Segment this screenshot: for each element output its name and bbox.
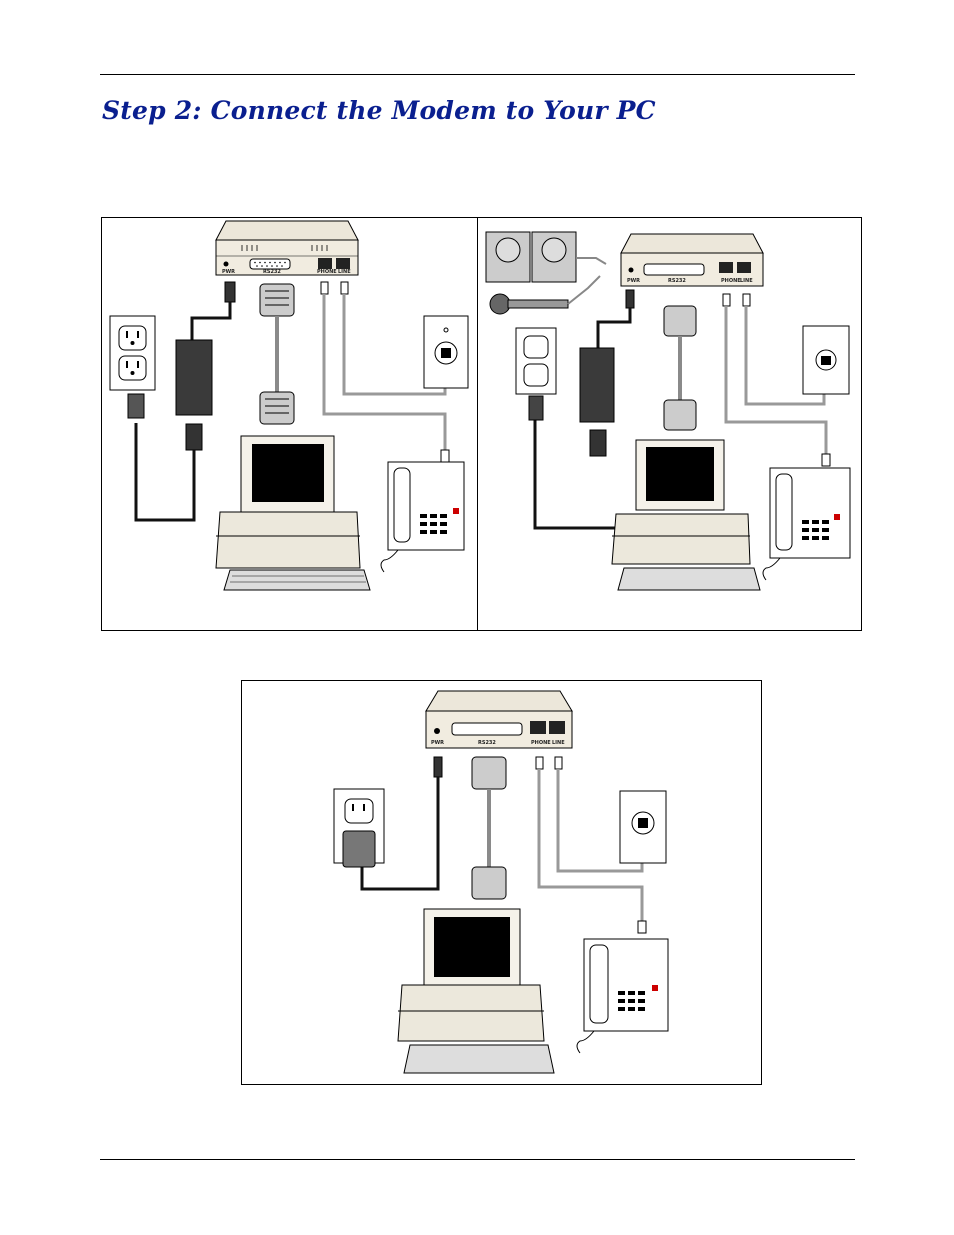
wall-outlet-icon — [333, 788, 385, 864]
svg-text:PHONE: PHONE — [531, 740, 551, 746]
bottom-rule — [100, 1159, 855, 1160]
power-brick-icon — [175, 339, 213, 416]
top-rule — [100, 74, 855, 75]
phone-jack-icon — [802, 325, 850, 395]
svg-text:LINE: LINE — [552, 740, 565, 746]
diagram-voice-modem: PWR RS232 PHONE LINE — [485, 231, 851, 591]
telephone-icon — [380, 461, 465, 573]
diagram-wall-adapter: PWR RS232 PHONE LINE — [333, 690, 669, 1074]
svg-text:LINE: LINE — [338, 269, 351, 275]
serial-cable-icon — [259, 283, 295, 425]
computer-icon — [397, 908, 555, 1074]
figure-box-bottom: PWR RS232 PHONE LINE — [241, 680, 762, 1085]
page-heading: Step 2: Connect the Modem to Your PC — [102, 96, 656, 125]
diagram-external-power: PWR RS232 PHONE LINE — [109, 220, 469, 591]
svg-text:PWR: PWR — [431, 740, 444, 746]
wall-outlet-icon — [515, 327, 557, 395]
phone-jack-icon — [619, 790, 667, 864]
phone-jack-icon — [423, 315, 469, 389]
speakers-icon — [485, 231, 577, 283]
modem-icon: PWR RS232 PHONE LINE — [215, 220, 359, 276]
figure-box-top: PWR RS232 PHONE LINE — [101, 217, 862, 631]
wall-adapter-icon — [342, 830, 376, 868]
modem-icon: PWR RS232 PHONE LINE — [425, 690, 573, 749]
svg-text:RS232: RS232 — [478, 740, 496, 746]
svg-text:RS232: RS232 — [668, 278, 686, 284]
svg-text:RS232: RS232 — [263, 269, 281, 275]
svg-text:PHONE: PHONE — [317, 269, 337, 275]
power-brick-icon — [579, 347, 615, 423]
svg-text:PWR: PWR — [627, 278, 640, 284]
wall-outlet-icon — [109, 315, 156, 391]
svg-text:LINE: LINE — [740, 278, 753, 284]
svg-text:PHONE: PHONE — [721, 278, 741, 284]
figure-divider — [477, 218, 478, 630]
serial-cable-icon — [471, 756, 507, 900]
computer-icon — [611, 439, 761, 591]
computer-icon — [215, 435, 371, 591]
microphone-icon — [489, 293, 569, 315]
telephone-icon — [576, 938, 669, 1054]
serial-cable-icon — [663, 305, 697, 431]
svg-text:PWR: PWR — [222, 269, 235, 275]
telephone-icon — [762, 467, 851, 581]
